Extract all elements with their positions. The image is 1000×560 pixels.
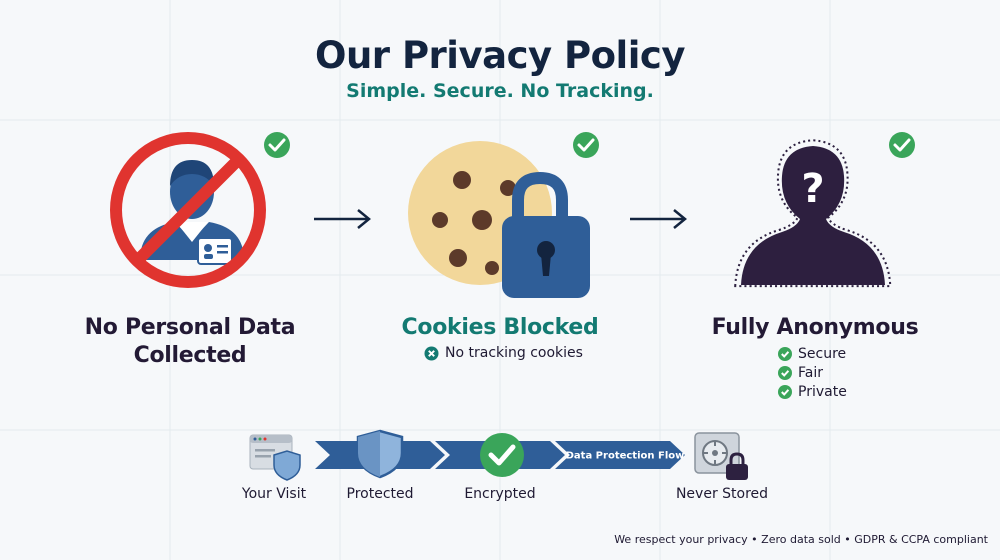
anonymous-checklist: Secure Fair Private (778, 346, 847, 400)
check-icon (264, 132, 290, 158)
check-icon (889, 132, 915, 158)
flow-step-protected: Protected (346, 486, 414, 502)
fully-anonymous-heading: Fully Anonymous (711, 315, 919, 340)
no-personal-data-heading: No Personal Data Collected (84, 315, 296, 368)
check-icon (778, 385, 792, 399)
safe-lock-icon (694, 432, 748, 480)
cookies-blocked-heading: Cookies Blocked (401, 315, 599, 340)
flow-chevron (555, 441, 685, 469)
check-icon (573, 132, 599, 158)
check-icon (778, 366, 792, 380)
list-item: Secure (778, 346, 847, 362)
list-item: Fair (778, 365, 847, 381)
page-subtitle: Simple. Secure. No Tracking. (346, 80, 654, 102)
flow-step-your-visit: Your Visit (241, 486, 307, 502)
check-icon (778, 347, 792, 361)
arrow-right-icon (314, 209, 371, 229)
flow-step-encrypted: Encrypted (464, 486, 536, 502)
cookie-lock-icon (408, 132, 599, 298)
no-tracking-text: No tracking cookies (445, 345, 583, 361)
flow-step-never-stored: Never Stored (675, 486, 769, 502)
browser-window-icon (249, 434, 301, 481)
no-personal-data-icon (110, 132, 290, 288)
check-circle-icon (480, 433, 524, 477)
question-mark-icon: ? (801, 166, 824, 212)
x-circle-icon (424, 346, 439, 360)
shield-icon (356, 429, 404, 479)
no-tracking-note: No tracking cookies (424, 345, 583, 361)
arrow-right-icon (630, 209, 687, 229)
flow-banner-label: Data Protection Flow (566, 451, 685, 462)
footer-note: We respect your privacy • Zero data sold… (614, 533, 988, 546)
page-title: Our Privacy Policy (315, 34, 685, 77)
anonymous-user-icon: ? (734, 132, 915, 288)
list-item: Private (778, 384, 847, 400)
data-protection-flow: Data Protection Flow (249, 429, 748, 481)
